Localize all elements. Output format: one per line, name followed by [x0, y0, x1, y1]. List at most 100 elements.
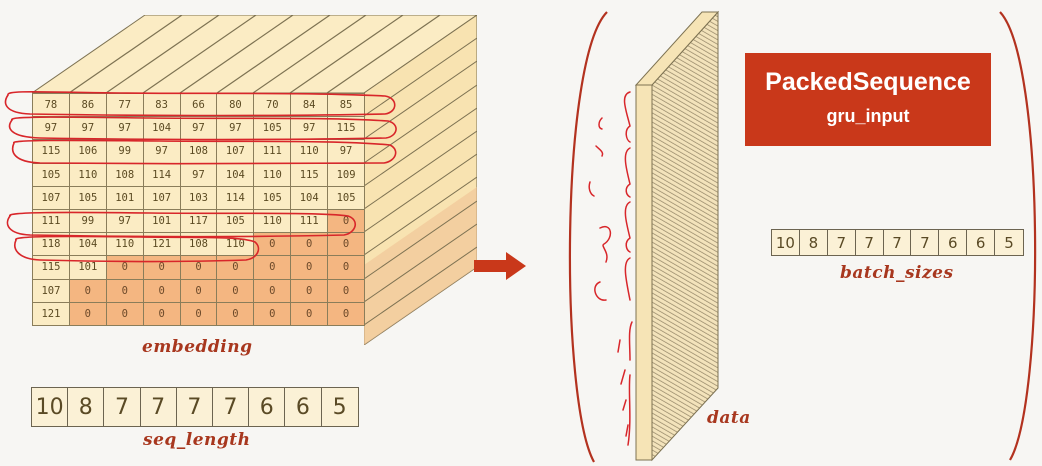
embedding-cell: 101: [69, 256, 107, 280]
data-caption: data: [707, 408, 751, 428]
embedding-cell: 0: [143, 279, 181, 303]
embedding-cell: 121: [33, 302, 70, 326]
embedding-cell: 101: [143, 209, 181, 234]
embedding-cell: 117: [180, 209, 218, 234]
embedding-cell: 0: [291, 279, 329, 303]
embedding-cell: 115: [33, 256, 70, 280]
embedding-cell: 0: [106, 279, 144, 303]
embedding-cell: 101: [106, 186, 144, 210]
embedding-cell: 99: [69, 209, 107, 234]
embedding-cell: 0: [180, 302, 218, 326]
embedding-cell: 80: [217, 94, 255, 118]
embedding-cell: 0: [254, 233, 292, 257]
embedding-cell: 0: [106, 302, 144, 326]
embedding-cell: 0: [291, 302, 329, 326]
embedding-cell: 0: [254, 279, 292, 303]
embedding-cell: 111: [33, 209, 70, 234]
embedding-cell: 104: [69, 233, 107, 257]
length-box: 7: [104, 388, 141, 426]
embedding-cell: 0: [328, 256, 366, 280]
seq-length-caption: seq_length: [143, 430, 251, 450]
length-box: 5: [995, 230, 1024, 255]
embedding-cell: 108: [180, 233, 218, 257]
embedding-cell: 0: [143, 302, 181, 326]
embedding-cell: 0: [328, 279, 366, 303]
embedding-cell: 105: [69, 186, 107, 210]
length-box: 6: [967, 230, 996, 255]
length-box: 6: [285, 388, 322, 426]
length-box: 7: [140, 388, 177, 426]
length-box: 7: [883, 230, 912, 255]
embedding-cell: 110: [254, 209, 292, 234]
embedding-cell: 111: [254, 140, 292, 164]
length-box: 5: [321, 388, 358, 426]
packed-sequence-title: PackedSequence: [765, 68, 971, 96]
embedding-cell: 0: [180, 279, 218, 303]
arrow-right-icon: [474, 252, 526, 280]
embedding-cell: 83: [143, 94, 181, 118]
embedding-cell: 77: [106, 94, 144, 118]
embedding-cell: 70: [254, 94, 292, 118]
embedding-cell: 111: [291, 209, 329, 234]
embedding-cell: 105: [328, 186, 366, 210]
left-parenthesis: [568, 11, 608, 463]
embedding-cell: 105: [254, 117, 292, 141]
gru-input-subtitle: gru_input: [826, 106, 910, 126]
embedding-cell: 104: [217, 163, 255, 187]
length-box: 8: [68, 388, 105, 426]
embedding-caption: embedding: [142, 337, 253, 357]
embedding-cell: 121: [143, 233, 181, 257]
embedding-cell: 97: [180, 163, 218, 187]
embedding-cell: 103: [180, 186, 218, 210]
embedding-cell: 107: [143, 186, 181, 210]
embedding-cell: 105: [33, 163, 70, 187]
embedding-cell: 110: [106, 233, 144, 257]
embedding-cell: 105: [217, 209, 255, 234]
embedding-cell: 0: [217, 256, 255, 280]
embedding-cell: 114: [217, 186, 255, 210]
embedding-cell: 0: [291, 233, 329, 257]
embedding-cell: 114: [143, 163, 181, 187]
embedding-cell: 118: [33, 233, 70, 257]
embedding-cell: 0: [217, 279, 255, 303]
length-box: 7: [212, 388, 250, 426]
embedding-cell: 0: [180, 256, 218, 280]
embedding-cell: 84: [291, 94, 329, 118]
embedding-cell: 107: [217, 140, 255, 164]
length-box: 7: [176, 388, 213, 426]
embedding-cell: 0: [217, 302, 255, 326]
embedding-cell: 86: [69, 94, 107, 118]
embedding-cell: 0: [328, 302, 366, 326]
embedding-cell: 110: [254, 163, 292, 187]
embedding-cell: 78: [33, 94, 70, 118]
embedding-cell: 108: [106, 163, 144, 187]
embedding-cell: 106: [69, 140, 107, 164]
embedding-cell: 107: [33, 279, 70, 303]
cube-side-face: [364, 15, 477, 345]
length-box: 10: [772, 230, 800, 255]
length-box: 6: [939, 230, 968, 255]
embedding-cell: 0: [69, 302, 107, 326]
embedding-cell: 109: [328, 163, 366, 187]
embedding-cell: 104: [291, 186, 329, 210]
embedding-cell: 0: [69, 279, 107, 303]
embedding-cell: 85: [328, 94, 366, 118]
embedding-cell: 0: [328, 233, 366, 257]
handwritten-row-circles: [4, 90, 397, 263]
embedding-cell: 0: [254, 256, 292, 280]
packed-sequence-title-box: PackedSequence gru_input: [745, 53, 991, 146]
embedding-cell: 105: [254, 186, 292, 210]
embedding-cell: 0: [254, 302, 292, 326]
length-box: 7: [827, 230, 856, 255]
embedding-cell: 115: [291, 163, 329, 187]
length-box: 10: [32, 388, 69, 426]
right-parenthesis: [999, 11, 1037, 461]
embedding-cell: 115: [328, 117, 366, 141]
embedding-cell: 0: [291, 256, 329, 280]
length-box: 6: [249, 388, 286, 426]
